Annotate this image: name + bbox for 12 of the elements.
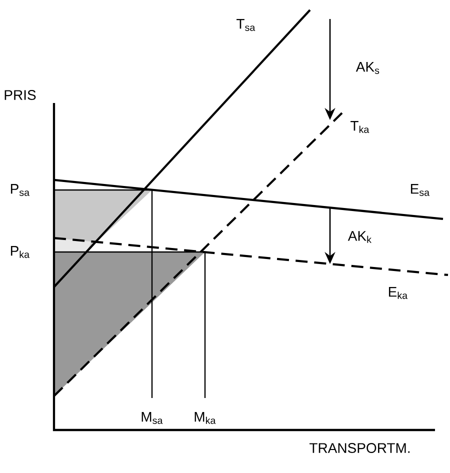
axis-label: TRANSPORTM.: [310, 443, 410, 453]
axis-label: P$_{ka}$: [10, 246, 30, 258]
axis-label: M$_{ka}$: [194, 412, 216, 424]
axis-label: M$_{sa}$: [142, 412, 163, 424]
axis-label: AK$_{k}$: [348, 231, 372, 243]
axis-label: PRIS: [4, 90, 36, 100]
axis-label: E$_{sa}$: [410, 184, 430, 196]
axis-label: P$_{sa}$: [10, 184, 30, 196]
axis-label: T$_{ka}$: [350, 121, 370, 133]
axis-label: T$_{sa}$: [236, 19, 256, 31]
axis-label: AK$_{s}$: [356, 62, 380, 74]
axis-label: E$_{ka}$: [388, 287, 408, 299]
